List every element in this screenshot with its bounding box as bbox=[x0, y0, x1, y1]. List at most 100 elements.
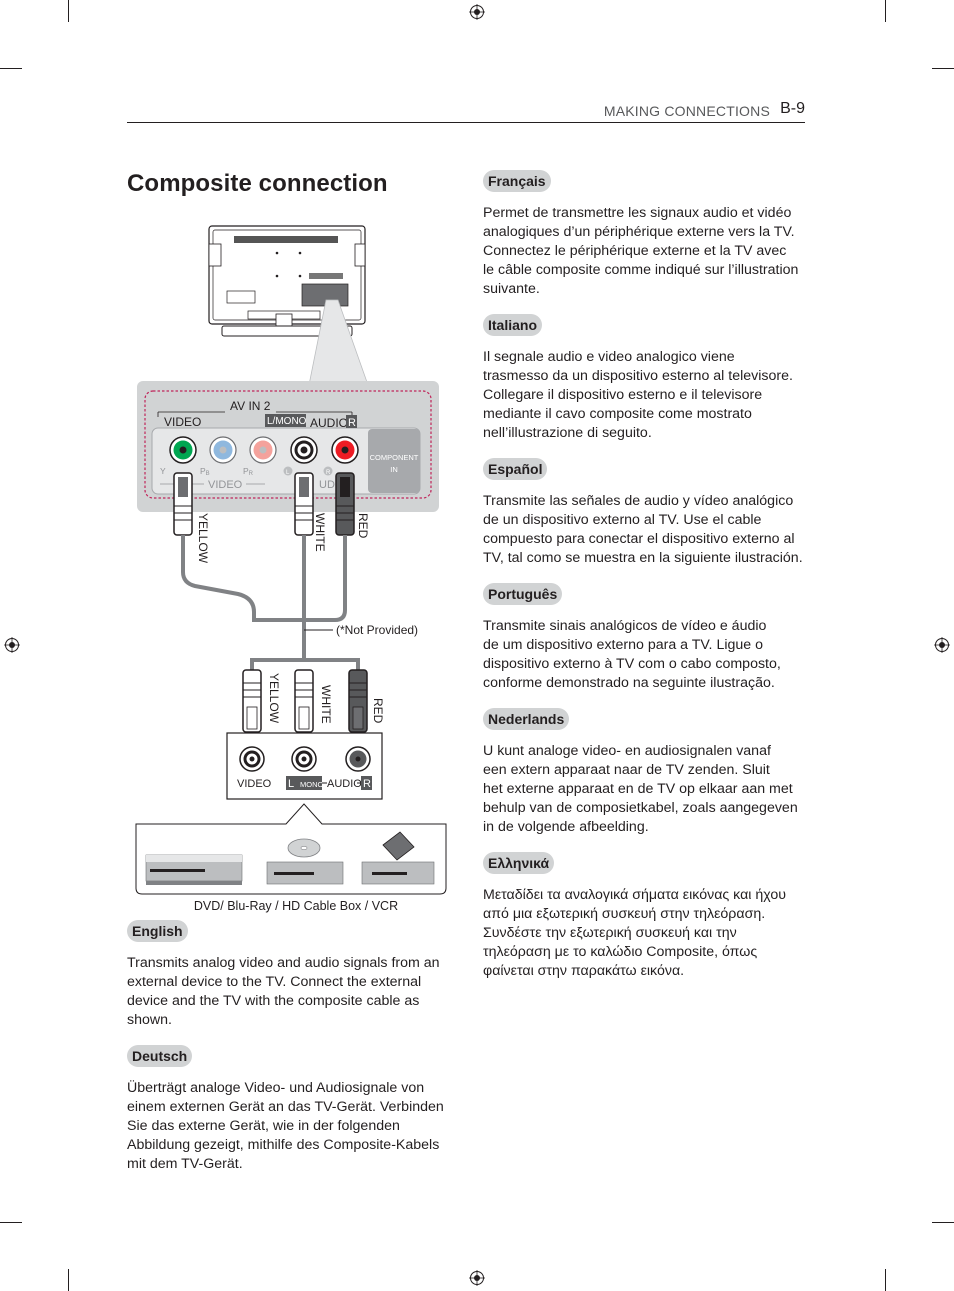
pb-subscript: B bbox=[206, 471, 210, 477]
paragraph-line: external device to the TV. Connect the e… bbox=[127, 974, 422, 990]
language-block-greek: Ελληνικά Μεταδίδει τα αναλογικά σήματα ε… bbox=[483, 852, 813, 981]
video-jack-label: VIDEO bbox=[164, 415, 201, 429]
paragraph-line: analogiques d’un périphérique externe ve… bbox=[483, 224, 795, 240]
language-paragraph: Transmite las señales de audio y vídeo a… bbox=[483, 492, 813, 568]
paragraph-line: Transmits analog video and audio signals… bbox=[127, 955, 440, 971]
language-block-portugues: Português Transmite sinais analógicos de… bbox=[483, 583, 813, 693]
paragraph-line: device and the TV with the composite cab… bbox=[127, 993, 420, 1009]
paragraph-line: Transmite las señales de audio y vídeo a… bbox=[483, 493, 794, 509]
language-paragraph: Transmite sinais analógicos de vídeo e á… bbox=[483, 617, 813, 693]
paragraph-line: Μεταδίδει τα αναλογικά σήματα εικόνας κα… bbox=[483, 887, 786, 903]
language-paragraph: Transmits analog video and audio signals… bbox=[127, 954, 457, 1030]
composite-connection-diagram: AV IN 2 VIDEO L/MONO AUDIO R Y P B PR L R… bbox=[135, 225, 447, 895]
paragraph-line: dispositivo externo à TV com o cabo comp… bbox=[483, 656, 781, 672]
paragraph-line: mediante il cavo composite come mostrato bbox=[483, 406, 752, 422]
blu-ray-player-icon bbox=[266, 838, 344, 885]
paragraph-line: Überträgt analoge Video- und Audiosignal… bbox=[127, 1080, 425, 1096]
language-badge: English bbox=[127, 920, 188, 942]
paragraph-line: het externe apparaat en de TV op elkaar … bbox=[483, 781, 793, 797]
crop-mark bbox=[932, 1222, 954, 1223]
l-circle-label: L bbox=[286, 470, 290, 476]
crop-mark bbox=[885, 1269, 886, 1291]
paragraph-line: Sie das externe Gerät, wie in der folgen… bbox=[127, 1118, 400, 1134]
pr-label: P bbox=[243, 466, 249, 476]
language-block-nederlands: Nederlands U kunt analoge video- en audi… bbox=[483, 708, 813, 837]
running-header: MAKING CONNECTIONS B-9 bbox=[127, 100, 805, 123]
device-audio-label: AUDIO bbox=[327, 778, 362, 790]
registration-mark-icon bbox=[469, 1270, 485, 1286]
white-label-bottom: WHITE bbox=[319, 685, 333, 724]
pr-subscript: R bbox=[249, 471, 254, 477]
svg-text:PR: PR bbox=[243, 466, 254, 477]
component-label: COMPONENT bbox=[370, 453, 419, 462]
paragraph-line: shown. bbox=[127, 1012, 172, 1028]
paragraph-line: Abbildung gezeigt, mithilfe des Composit… bbox=[127, 1137, 440, 1153]
paragraph-line: φαίνεται στην παρακάτω εικόνα. bbox=[483, 963, 685, 979]
r-circle-label: R bbox=[326, 470, 331, 476]
vcr-icon bbox=[361, 831, 435, 885]
yellow-label-bottom: YELLOW bbox=[267, 673, 281, 724]
video-bottom-label: VIDEO bbox=[208, 479, 243, 491]
paragraph-line: behulp van de composietkabel, zoals aang… bbox=[483, 800, 798, 816]
device-r-label: R bbox=[363, 778, 371, 790]
paragraph-line: mit dem TV-Gerät. bbox=[127, 1156, 243, 1172]
paragraph-line: Connectez le périphérique externe et la … bbox=[483, 243, 787, 259]
device-video-label: VIDEO bbox=[237, 778, 272, 790]
dvd-player-icon bbox=[145, 854, 243, 885]
crop-mark bbox=[885, 0, 886, 22]
crop-mark bbox=[0, 1222, 22, 1223]
paragraph-line: τηλεόραση με το καλώδιο Composite, όπως bbox=[483, 944, 758, 960]
paragraph-line: conforme demonstrado na seguinte ilustra… bbox=[483, 675, 775, 691]
device-mono-label: MONO bbox=[300, 780, 323, 789]
paragraph-line: le câble composite comme indiqué sur l’i… bbox=[483, 262, 799, 278]
language-block-english: English Transmits analog video and audio… bbox=[127, 920, 457, 1030]
aud-bottom-label: UD bbox=[319, 479, 335, 491]
red-label-top: RED bbox=[356, 513, 370, 539]
paragraph-line: Transmite sinais analógicos de vídeo e á… bbox=[483, 618, 767, 634]
language-badge: Deutsch bbox=[127, 1045, 193, 1067]
component-in-label: IN bbox=[390, 465, 398, 474]
paragraph-line: suivante. bbox=[483, 281, 540, 297]
tv-jacks bbox=[169, 436, 359, 464]
paragraph-line: από μια εξωτερική συσκευή στην τηλεόραση… bbox=[483, 906, 766, 922]
top-plugs bbox=[173, 472, 355, 536]
language-badge: Français bbox=[483, 170, 551, 192]
crop-mark bbox=[932, 68, 954, 69]
paragraph-line: nell’illustrazione di seguito. bbox=[483, 425, 652, 441]
lmono-label: L/MONO bbox=[267, 416, 307, 427]
language-block-deutsch: Deutsch Überträgt analoge Video- und Aud… bbox=[127, 1045, 457, 1174]
audio-r-label: R bbox=[348, 417, 356, 429]
paragraph-line: trasmesso da un dispositivo esterno al t… bbox=[483, 368, 793, 384]
section-title: MAKING CONNECTIONS bbox=[603, 103, 770, 119]
crop-mark bbox=[68, 0, 69, 22]
language-block-espanol: Español Transmite las señales de audio y… bbox=[483, 458, 813, 568]
language-badge: Italiano bbox=[483, 314, 543, 336]
paragraph-line: Collegare il dispositivo esterno e il te… bbox=[483, 387, 763, 403]
not-provided-label: (*Not Provided) bbox=[336, 623, 418, 637]
paragraph-line: Il segnale audio e video analogico viene bbox=[483, 349, 735, 365]
av-in-label: AV IN 2 bbox=[230, 399, 271, 413]
registration-mark-icon bbox=[469, 4, 485, 20]
bottom-plugs bbox=[242, 669, 368, 733]
language-badge: Nederlands bbox=[483, 708, 570, 730]
paragraph-line: U kunt analoge video- en audiosignalen v… bbox=[483, 743, 771, 759]
paragraph-line: een extern apparaat naar de TV zenden. S… bbox=[483, 762, 770, 778]
paragraph-line: compuesto para conectar el dispositivo e… bbox=[483, 531, 795, 547]
language-badge: Ελληνικά bbox=[483, 852, 555, 874]
language-block-francais: Français Permet de transmettre les signa… bbox=[483, 170, 813, 299]
page-title: Composite connection bbox=[127, 170, 388, 197]
language-paragraph: U kunt analoge video- en audiosignalen v… bbox=[483, 742, 813, 837]
registration-mark-icon bbox=[4, 637, 20, 653]
language-badge: Español bbox=[483, 458, 548, 480]
language-paragraph: Permet de transmettre les signaux audio … bbox=[483, 204, 813, 299]
paragraph-line: einem externen Gerät an das TV-Gerät. Ve… bbox=[127, 1099, 444, 1115]
language-paragraph: Μεταδίδει τα αναλογικά σήματα εικόνας κα… bbox=[483, 886, 813, 981]
yellow-label-top: YELLOW bbox=[196, 513, 210, 564]
paragraph-line: de um dispositivo externo para a TV. Lig… bbox=[483, 637, 763, 653]
y-label: Y bbox=[160, 466, 166, 476]
paragraph-line: Συνδέστε την εξωτερική συσκευή και την bbox=[483, 925, 737, 941]
page-number: B-9 bbox=[780, 100, 805, 117]
red-label-bottom: RED bbox=[371, 698, 385, 724]
paragraph-line: in de volgende afbeelding. bbox=[483, 819, 649, 835]
paragraph-line: de un dispositivo externo al TV. Use el … bbox=[483, 512, 762, 528]
